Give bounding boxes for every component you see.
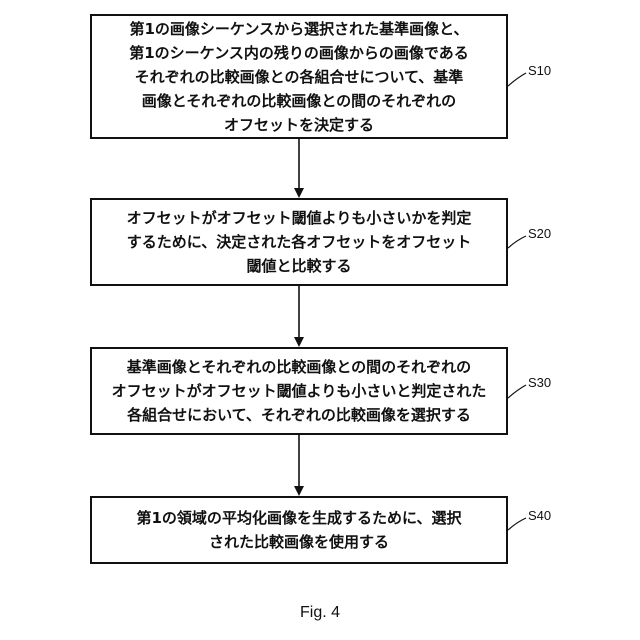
step-s10-line: オフセットを決定する — [129, 113, 469, 137]
step-box-s30: 基準画像とそれぞれの比較画像との間のそれぞれの オフセットがオフセット閾値よりも… — [90, 347, 508, 435]
step-s30-line: 基準画像とそれぞれの比較画像との間のそれぞれの — [112, 355, 487, 379]
step-s10-line: 第1の画像シーケンスから選択された基準画像と、 — [129, 17, 469, 41]
leader-s10 — [508, 73, 526, 86]
step-s30-line: 各組合せにおいて、それぞれの比較画像を選択する — [112, 403, 487, 427]
step-s40-line: 第1の領域の平均化画像を生成するために、選択 — [137, 506, 462, 530]
step-text-s30: 基準画像とそれぞれの比較画像との間のそれぞれの オフセットがオフセット閾値よりも… — [112, 355, 487, 427]
leader-s40 — [508, 518, 526, 530]
step-text-s20: オフセットがオフセット閾値よりも小さいかを判定 するために、決定された各オフセッ… — [127, 206, 472, 278]
step-label-s10: S10 — [528, 63, 551, 78]
figure-caption: Fig. 4 — [0, 604, 640, 622]
step-s10-line: それぞれの比較画像との各組合せについて、基準 — [129, 65, 469, 89]
step-text-s10: 第1の画像シーケンスから選択された基準画像と、 第1のシーケンス内の残りの画像か… — [129, 17, 469, 137]
step-label-s40: S40 — [528, 508, 551, 523]
step-s20-line: オフセットがオフセット閾値よりも小さいかを判定 — [127, 206, 472, 230]
leader-s20 — [508, 236, 526, 248]
step-box-s20: オフセットがオフセット閾値よりも小さいかを判定 するために、決定された各オフセッ… — [90, 198, 508, 286]
step-s10-line: 画像とそれぞれの比較画像との間のそれぞれの — [129, 89, 469, 113]
step-text-s40: 第1の領域の平均化画像を生成するために、選択 された比較画像を使用する — [137, 506, 462, 554]
step-box-s40: 第1の領域の平均化画像を生成するために、選択 された比較画像を使用する — [90, 496, 508, 564]
step-s20-line: するために、決定された各オフセットをオフセット — [127, 230, 472, 254]
step-label-s30: S30 — [528, 375, 551, 390]
step-s20-line: 閾値と比較する — [127, 254, 472, 278]
leader-s30 — [508, 385, 526, 398]
step-box-s10: 第1の画像シーケンスから選択された基準画像と、 第1のシーケンス内の残りの画像か… — [90, 14, 508, 139]
step-s30-line: オフセットがオフセット閾値よりも小さいと判定された — [112, 379, 487, 403]
step-s40-line: された比較画像を使用する — [137, 530, 462, 554]
step-label-s20: S20 — [528, 226, 551, 241]
step-s10-line: 第1のシーケンス内の残りの画像からの画像である — [129, 41, 469, 65]
